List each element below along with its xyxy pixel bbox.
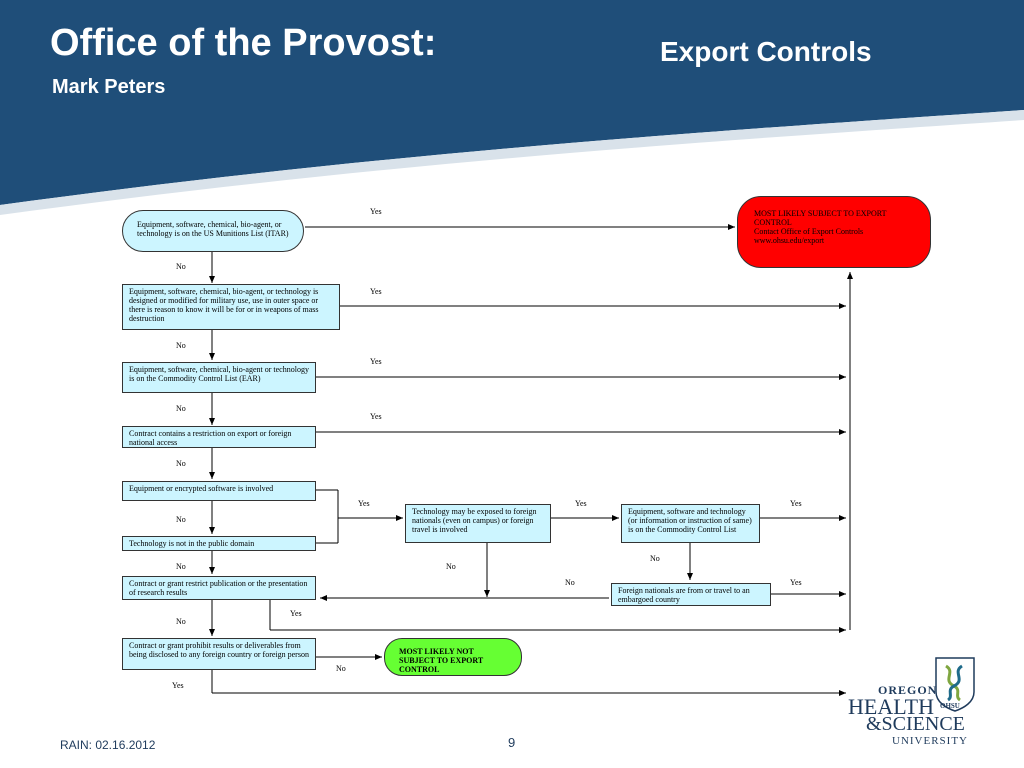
t1-yes-label: Yes: [575, 499, 587, 508]
q7-publication-box: Contract or grant restrict publication o…: [122, 576, 316, 600]
q1-itar-oval: Equipment, software, chemical, bio-agent…: [122, 210, 304, 252]
t3-embargoed-box: Foreign nationals are from or travel to …: [611, 583, 771, 606]
logo-line-3: &SCIENCE: [866, 713, 965, 735]
q1-no-label: No: [176, 262, 186, 271]
t2-commodity-box: Equipment, software and technology (or i…: [621, 504, 760, 543]
q2-no-label: No: [176, 341, 186, 350]
logo-mark: OHSU: [940, 702, 960, 710]
t1-foreign-nationals-box: Technology may be exposed to foreign nat…: [405, 504, 551, 543]
q1-itar-text: Equipment, software, chemical, bio-agent…: [137, 220, 289, 238]
page-number: 9: [508, 735, 516, 750]
q5-encrypted-text: Equipment or encrypted software is invol…: [129, 484, 274, 493]
q5-yes-label: Yes: [358, 499, 370, 508]
q7-no-label: No: [176, 617, 186, 626]
q5-no-label: No: [176, 515, 186, 524]
footer-date: RAIN: 02.16.2012: [60, 738, 156, 752]
q2-military-text: Equipment, software, chemical, bio-agent…: [129, 287, 319, 323]
q4-contract-text: Contract contains a restriction on expor…: [129, 429, 292, 447]
t2-no-label: No: [650, 554, 660, 563]
t3-embargoed-text: Foreign nationals are from or travel to …: [618, 586, 750, 604]
q8-no-label: No: [336, 664, 346, 673]
t2-yes-label: Yes: [790, 499, 802, 508]
q3-ear-box: Equipment, software, chemical, bio-agent…: [122, 362, 316, 393]
q3-ear-text: Equipment, software, chemical, bio-agent…: [129, 365, 309, 383]
q2-military-box: Equipment, software, chemical, bio-agent…: [122, 284, 340, 330]
subject-url: www.ohsu.edu/export: [754, 236, 825, 245]
q6-no-label: No: [176, 562, 186, 571]
q8-yes-label: Yes: [172, 681, 184, 690]
page-subtitle: Mark Peters: [52, 76, 166, 98]
page-title-topic: Export Controls: [660, 36, 872, 67]
q1-yes-label: Yes: [370, 207, 382, 216]
logo-line-2: HEALTH: [848, 694, 934, 719]
not-subject-text: MOST LIKELY NOT SUBJECT TO EXPORT CONTRO…: [399, 647, 484, 674]
subject-contact: Contact Office of Export Controls: [754, 227, 864, 236]
subject-title: MOST LIKELY SUBJECT TO EXPORT CONTROL: [754, 209, 887, 227]
q8-disclosure-text: Contract or grant prohibit results or de…: [129, 641, 309, 659]
not-subject-oval: MOST LIKELY NOT SUBJECT TO EXPORT CONTRO…: [384, 638, 522, 676]
q4-no-label: No: [176, 459, 186, 468]
q4-contract-box: Contract contains a restriction on expor…: [122, 426, 316, 448]
header-banner: [0, 0, 1024, 215]
logo-line-4: UNIVERSITY: [892, 735, 968, 747]
q5-encrypted-box: Equipment or encrypted software is invol…: [122, 481, 316, 501]
t1-foreign-nationals-text: Technology may be exposed to foreign nat…: [412, 507, 537, 534]
logo-line-1: OREGON: [878, 683, 938, 697]
q6-public-domain-text: Technology is not in the public domain: [129, 539, 255, 548]
q3-no-label: No: [176, 404, 186, 413]
t3-no-label: No: [565, 578, 575, 587]
page-title: Office of the Provost:: [50, 22, 437, 64]
q2-yes-label: Yes: [370, 287, 382, 296]
q8-disclosure-box: Contract or grant prohibit results or de…: [122, 638, 316, 670]
t3-yes-label: Yes: [790, 578, 802, 587]
q4-yes-label: Yes: [370, 412, 382, 421]
subject-to-export-control-oval: MOST LIKELY SUBJECT TO EXPORT CONTROL Co…: [737, 196, 931, 268]
t1-no-label: No: [446, 562, 456, 571]
ohsu-shield-icon: [935, 657, 975, 712]
t2-commodity-text: Equipment, software and technology (or i…: [628, 507, 752, 534]
q6-public-domain-box: Technology is not in the public domain: [122, 536, 316, 551]
q3-yes-label: Yes: [370, 357, 382, 366]
q7-publication-text: Contract or grant restrict publication o…: [129, 579, 308, 597]
q7-yes-label: Yes: [290, 609, 302, 618]
